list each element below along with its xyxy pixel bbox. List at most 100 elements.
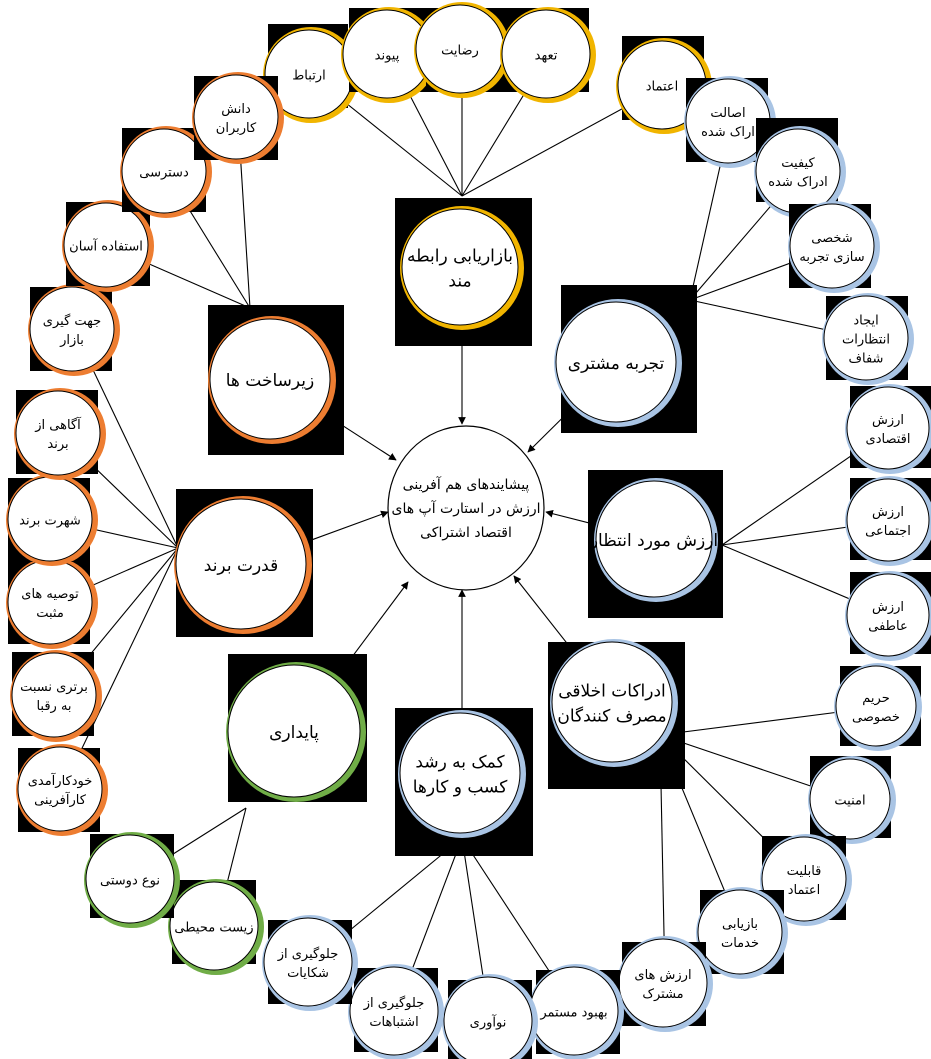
sub-node-label: خدمات [721,936,759,951]
category-node-brand: قدرت برند [174,489,313,637]
sub-node-label: شکایات [287,966,329,981]
sub-node: بازیابی خدمات [696,887,788,979]
sub-node-label: جلوگیری از [277,946,339,962]
category-node-rel: بازاریابی رابطه مند [395,198,532,346]
sub-node: تعهد [500,7,596,103]
sub-node-label: کارآفرینی [34,791,87,808]
sub-node-label: بهبود مستمر [539,1006,607,1021]
category-node-val: ارزش مورد انتظار [588,470,723,618]
sub-node-label: ارزش [872,413,904,428]
sub-node: ارزشعاطفی [845,571,931,661]
category-node-eth-label: ادراکات اخلاقی [558,682,666,702]
category-node-exp: تجربه مشتری [554,285,697,433]
sub-node-label: ایجاد [853,314,878,329]
sub-node-label: به رقبا [36,699,71,714]
sub-node-label: برتری نسبت [20,680,88,695]
sub-node: نوآوری [442,974,538,1059]
sub-node-label: ارزش های [634,968,691,983]
sub-node-label: جلوگیری از [363,995,425,1011]
sub-node-label: شفاف [849,351,884,366]
sub-node-label: نوآوری [470,1014,507,1031]
sub-node-label: اعتماد [788,883,821,898]
sub-node-label: کیفیت [781,156,815,171]
category-node-val-label: ارزش مورد انتظار [589,531,718,551]
category-node-rel-label: بازاریابی رابطه [407,247,513,267]
sub-node-label: ارتباط [292,69,325,84]
sub-node-label: آگاهی از [34,416,82,433]
sub-node-label: اصالت [710,106,745,121]
sub-node: ایجاد انتظارات شفاف [822,293,914,385]
sub-node-label: جهت گیری [43,313,101,329]
sub-node-label: شخصی [811,231,852,246]
sub-node: امنیت [808,756,896,844]
sub-node-label: توصیه های [21,587,79,602]
sub-node-label: انتظارات [842,333,890,348]
center-label: اقتصاد اشتراکی [420,525,512,541]
category-node-rel-circle [402,209,518,325]
sub-node-label: اشتباهات [369,1015,418,1030]
sub-node-label: رضایت [441,44,479,59]
arrow-eth [514,576,574,653]
sub-node: حریم خصوصی [834,663,922,751]
sub-node: برتری نسبت به رقبا [10,650,102,742]
nodes: پیشایندهای هم آفرینی ارزش در استارت آپ ها… [6,2,931,1059]
sub-node-label: سازی تجربه [799,250,864,265]
category-node-eth: ادراکات اخلاقی مصرف کنندگان [548,639,685,789]
category-node-rel-label: مند [448,271,471,291]
sub-node-label: بازار [59,333,84,348]
sub-node-label: پیوند [375,49,400,64]
category-node-brand-label: قدرت برند [204,556,278,576]
sub-node-label: نوع دوستی [100,874,160,889]
category-node-eth-circle [552,642,672,762]
center-label: ارزش در استارت آپ های [391,500,540,517]
sub-node: جلوگیری از شکایات [262,915,358,1011]
sub-node-label: استفاده آسان [69,238,143,255]
sub-node: نوع دوستی [84,832,180,928]
category-node-infra: زیرساخت ها [208,305,344,455]
category-node-biz-circle [400,713,520,833]
sub-node-label: ادراک شده [768,175,828,190]
sub-node: دانش کاربران [192,72,284,164]
sub-node: ارزش اجتماعی [845,476,931,566]
sub-node-label: برند [47,437,68,452]
sub-node-label: زیست محیطی [174,921,253,936]
sub-node-label: شهرت برند [19,514,81,529]
category-node-sus: پایداری [226,654,367,802]
category-node-infra-label: زیرساخت ها [226,371,315,391]
sub-node: رضایت [414,2,510,98]
sub-node-label: خودکارآمدی [28,772,93,789]
sub-node-label: اعتماد [646,80,679,95]
category-node-biz: کمک به رشدکسب و کارها [395,708,533,856]
sub-node-label: اراک شده [701,125,755,140]
center-label: پیشایندهای هم آفرینی [403,476,530,493]
sub-node-label: قابلیت [787,864,822,879]
sub-node-label: ارزش [872,600,904,615]
sub-node-label: دسترسی [139,166,189,181]
sub-node-label: بازیابی [722,917,758,932]
sub-node: جلوگیری از اشتباهات [348,964,444,1059]
sub-node-label: تعهد [535,49,558,64]
sub-node-label: اجتماعی [865,524,911,539]
sub-node: جهت گیری بازار [28,284,120,376]
sub-node-label: کاربران [216,121,257,136]
sub-node: زیست محیطی [168,879,264,975]
category-node-biz-label: کمک به رشد [415,753,505,773]
sub-node: استفاده آسان [62,200,154,292]
sub-node-label: حریم [862,691,889,706]
sub-node: شخصی سازی تجربه [788,201,880,293]
category-node-sus-label: پایداری [269,723,319,743]
sub-node-label: امنیت [834,794,865,809]
sub-node: ارزش هایمشترک [617,936,713,1032]
category-node-eth-label: مصرف کنندگان [557,705,666,726]
sub-node-label: ارزش [872,505,904,520]
sub-node: آگاهی از برند [14,388,106,480]
category-node-exp-label: تجربه مشتری [568,354,665,374]
sub-node-label: خصوصی [852,710,900,725]
sub-node: خودکارآمدی کارآفرینی [16,744,108,836]
center-node: پیشایندهای هم آفرینی ارزش در استارت آپ ها… [388,426,544,590]
sub-node: بهبود مستمر [528,964,624,1059]
sub-node-label: دانش [221,102,251,117]
